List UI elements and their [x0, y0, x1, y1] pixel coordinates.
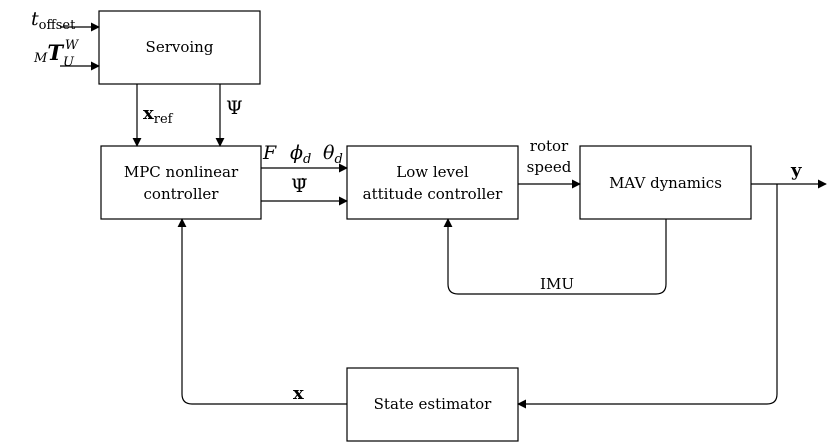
speed-label: speed — [527, 158, 572, 176]
mpc-label-line1: MPC nonlinear — [124, 163, 239, 181]
low-level-controller-block: Low level attitude controller — [346, 145, 519, 220]
x-ref-label: xref — [143, 103, 174, 127]
imu-feedback-path — [443, 218, 667, 295]
servoing-block: Servoing — [98, 10, 261, 85]
x-label: x — [293, 383, 304, 404]
state-estimator-label: State estimator — [374, 395, 493, 413]
y-label: y — [790, 160, 802, 181]
theta-d-label: θd — [323, 142, 343, 167]
transform-label: MTUW — [33, 38, 80, 70]
mpc-label-line2: controller — [144, 185, 220, 203]
state-estimator-block: State estimator — [346, 367, 519, 442]
psi-label: Ψ — [226, 97, 243, 119]
low-level-label-line1: Low level — [396, 163, 469, 181]
rotor-label: rotor — [530, 137, 569, 155]
measurement-path — [517, 184, 778, 409]
t-offset-label: toffset — [31, 8, 76, 33]
mav-dynamics-block: MAV dynamics — [579, 145, 752, 220]
f-label: F — [262, 142, 277, 164]
mav-dynamics-label: MAV dynamics — [609, 174, 722, 192]
imu-label: IMU — [540, 275, 574, 293]
mpc-controller-block: MPC nonlinear controller — [100, 145, 262, 220]
psi-dot-label: Ψ̇ — [291, 175, 308, 197]
low-level-label-line2: attitude controller — [363, 185, 504, 203]
state-feedback-path — [177, 218, 347, 405]
phi-d-label: ϕd — [290, 142, 311, 167]
servoing-label: Servoing — [146, 38, 214, 56]
